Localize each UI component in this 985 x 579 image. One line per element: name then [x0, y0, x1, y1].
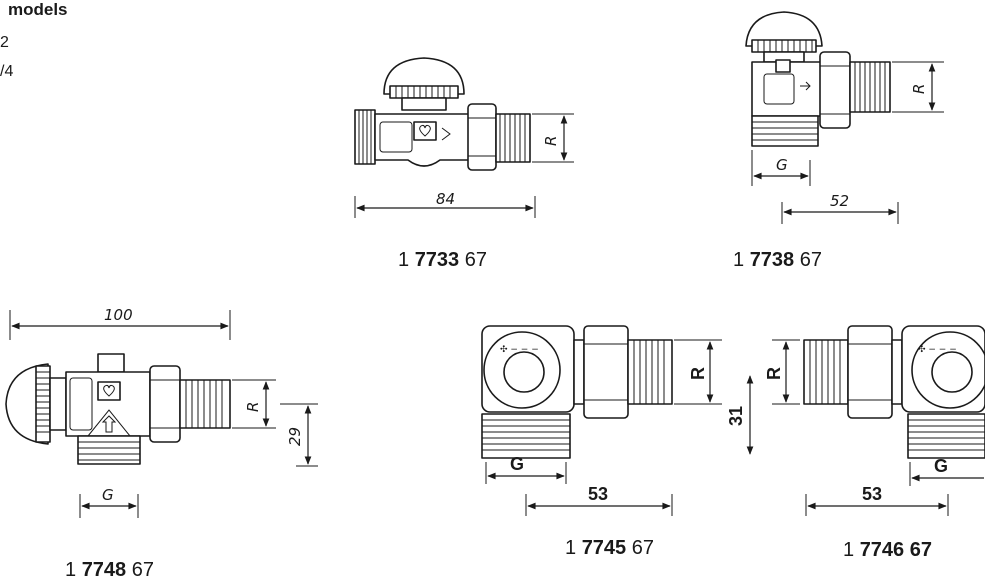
header: models 2 /4: [0, 0, 68, 80]
svg-text:✣ − − −: ✣ − − −: [918, 345, 957, 355]
valve-7748-drawing: 100: [5, 306, 318, 518]
valve-7733-thread-label: R: [542, 136, 560, 146]
valve-7738-connection-label: G: [776, 156, 788, 174]
valve-7748-code: 1 7748 67: [65, 559, 154, 579]
header-line-1: 2: [0, 34, 9, 51]
valve-7745-length-label: 53: [588, 484, 608, 504]
valve-7733-length-label: 84: [436, 190, 455, 208]
valve-7733-code: 1 7733 67: [398, 249, 487, 271]
valve-7738-drawing: R G 52: [745, 11, 944, 224]
valve-7738-thread-label: R: [910, 84, 928, 94]
svg-text:✣ − − −: ✣ − − −: [500, 345, 539, 355]
valve-7746-connection-label: G: [934, 456, 948, 476]
valve-7745-thread-label: R: [688, 367, 708, 380]
valve-7748-height-label: 29: [286, 427, 304, 446]
valve-7745-height-label: 31: [726, 406, 746, 426]
valve-7745-code: 1 7745 67: [565, 537, 654, 559]
valve-7738-code: 1 7738 67: [733, 249, 822, 271]
valve-7745-drawing: ✣ − − − R 31 G 53: [481, 325, 754, 516]
header-title: models: [8, 0, 68, 19]
valve-7748-length-label: 100: [104, 306, 133, 324]
valve-7746-thread-label: R: [764, 367, 784, 380]
valve-7746-code: 1 7746 67: [843, 539, 932, 561]
valve-7746-drawing: R ✣ − − − G 53: [764, 325, 985, 516]
valve-7748-connection-label: G: [102, 486, 114, 504]
valve-7745-connection-label: G: [510, 454, 524, 474]
valve-7748-thread-label: R: [244, 402, 262, 412]
valve-7738-length-label: 52: [830, 192, 849, 210]
header-line-2: /4: [0, 63, 13, 80]
valve-7733-drawing: R 84: [354, 57, 574, 218]
valve-7746-length-label: 53: [862, 484, 882, 504]
